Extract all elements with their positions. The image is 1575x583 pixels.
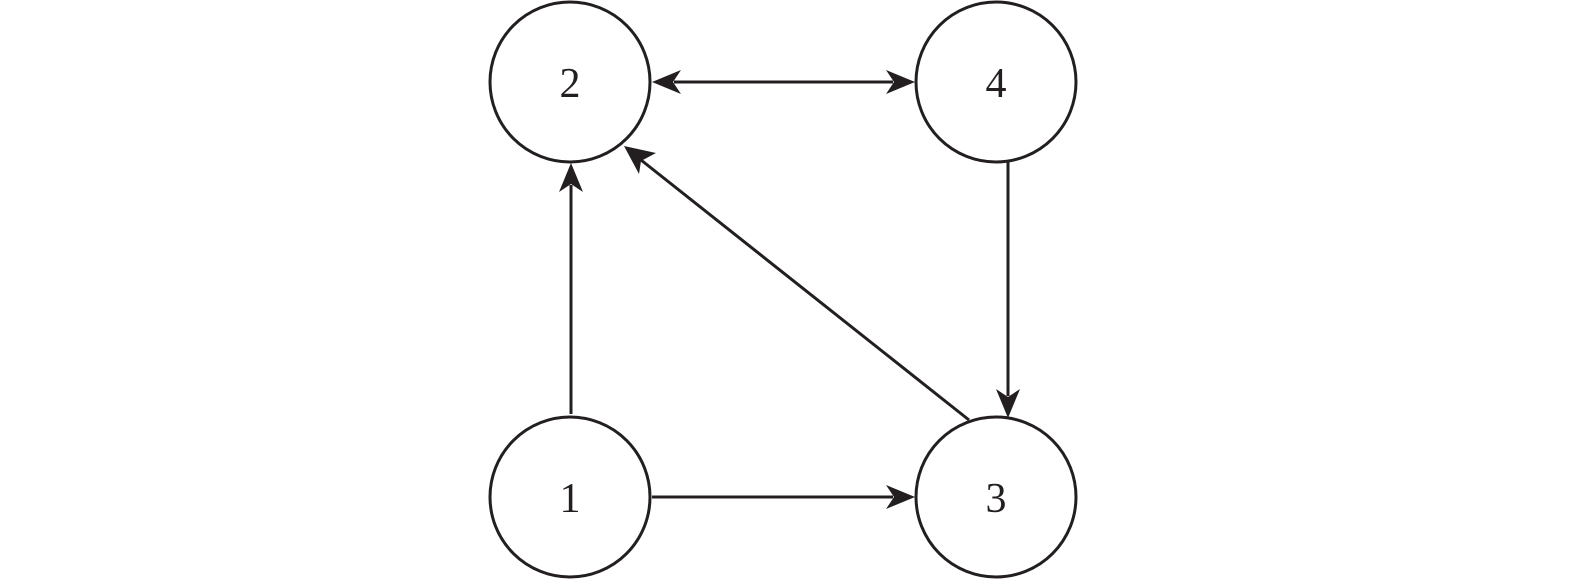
arrow-head [559, 163, 583, 192]
node-circle [914, 0, 1078, 164]
edge-2-to-4-bidirectional [652, 70, 915, 94]
node-circle [488, 0, 652, 164]
node-label: 1 [560, 476, 581, 522]
node-1: 1 [488, 415, 652, 579]
edges [559, 70, 1020, 509]
node-3: 3 [914, 415, 1078, 579]
edge-line [640, 158, 970, 422]
arrow-head-left [652, 70, 681, 94]
nodes: 2 4 1 3 [488, 0, 1078, 579]
arrow-head [886, 485, 915, 509]
arrow-head-right [886, 70, 915, 94]
edge-4-to-3 [996, 162, 1020, 418]
node-label: 4 [986, 61, 1007, 107]
node-circle [488, 415, 652, 579]
edge-1-to-2 [559, 163, 583, 414]
node-label: 3 [986, 476, 1007, 522]
node-2: 2 [488, 0, 652, 164]
edge-3-to-2 [624, 146, 970, 422]
node-circle [914, 415, 1078, 579]
edge-1-to-3 [652, 485, 915, 509]
node-4: 4 [914, 0, 1078, 164]
node-label: 2 [560, 61, 581, 107]
arrow-head [996, 389, 1020, 418]
arrow-head [624, 146, 656, 174]
